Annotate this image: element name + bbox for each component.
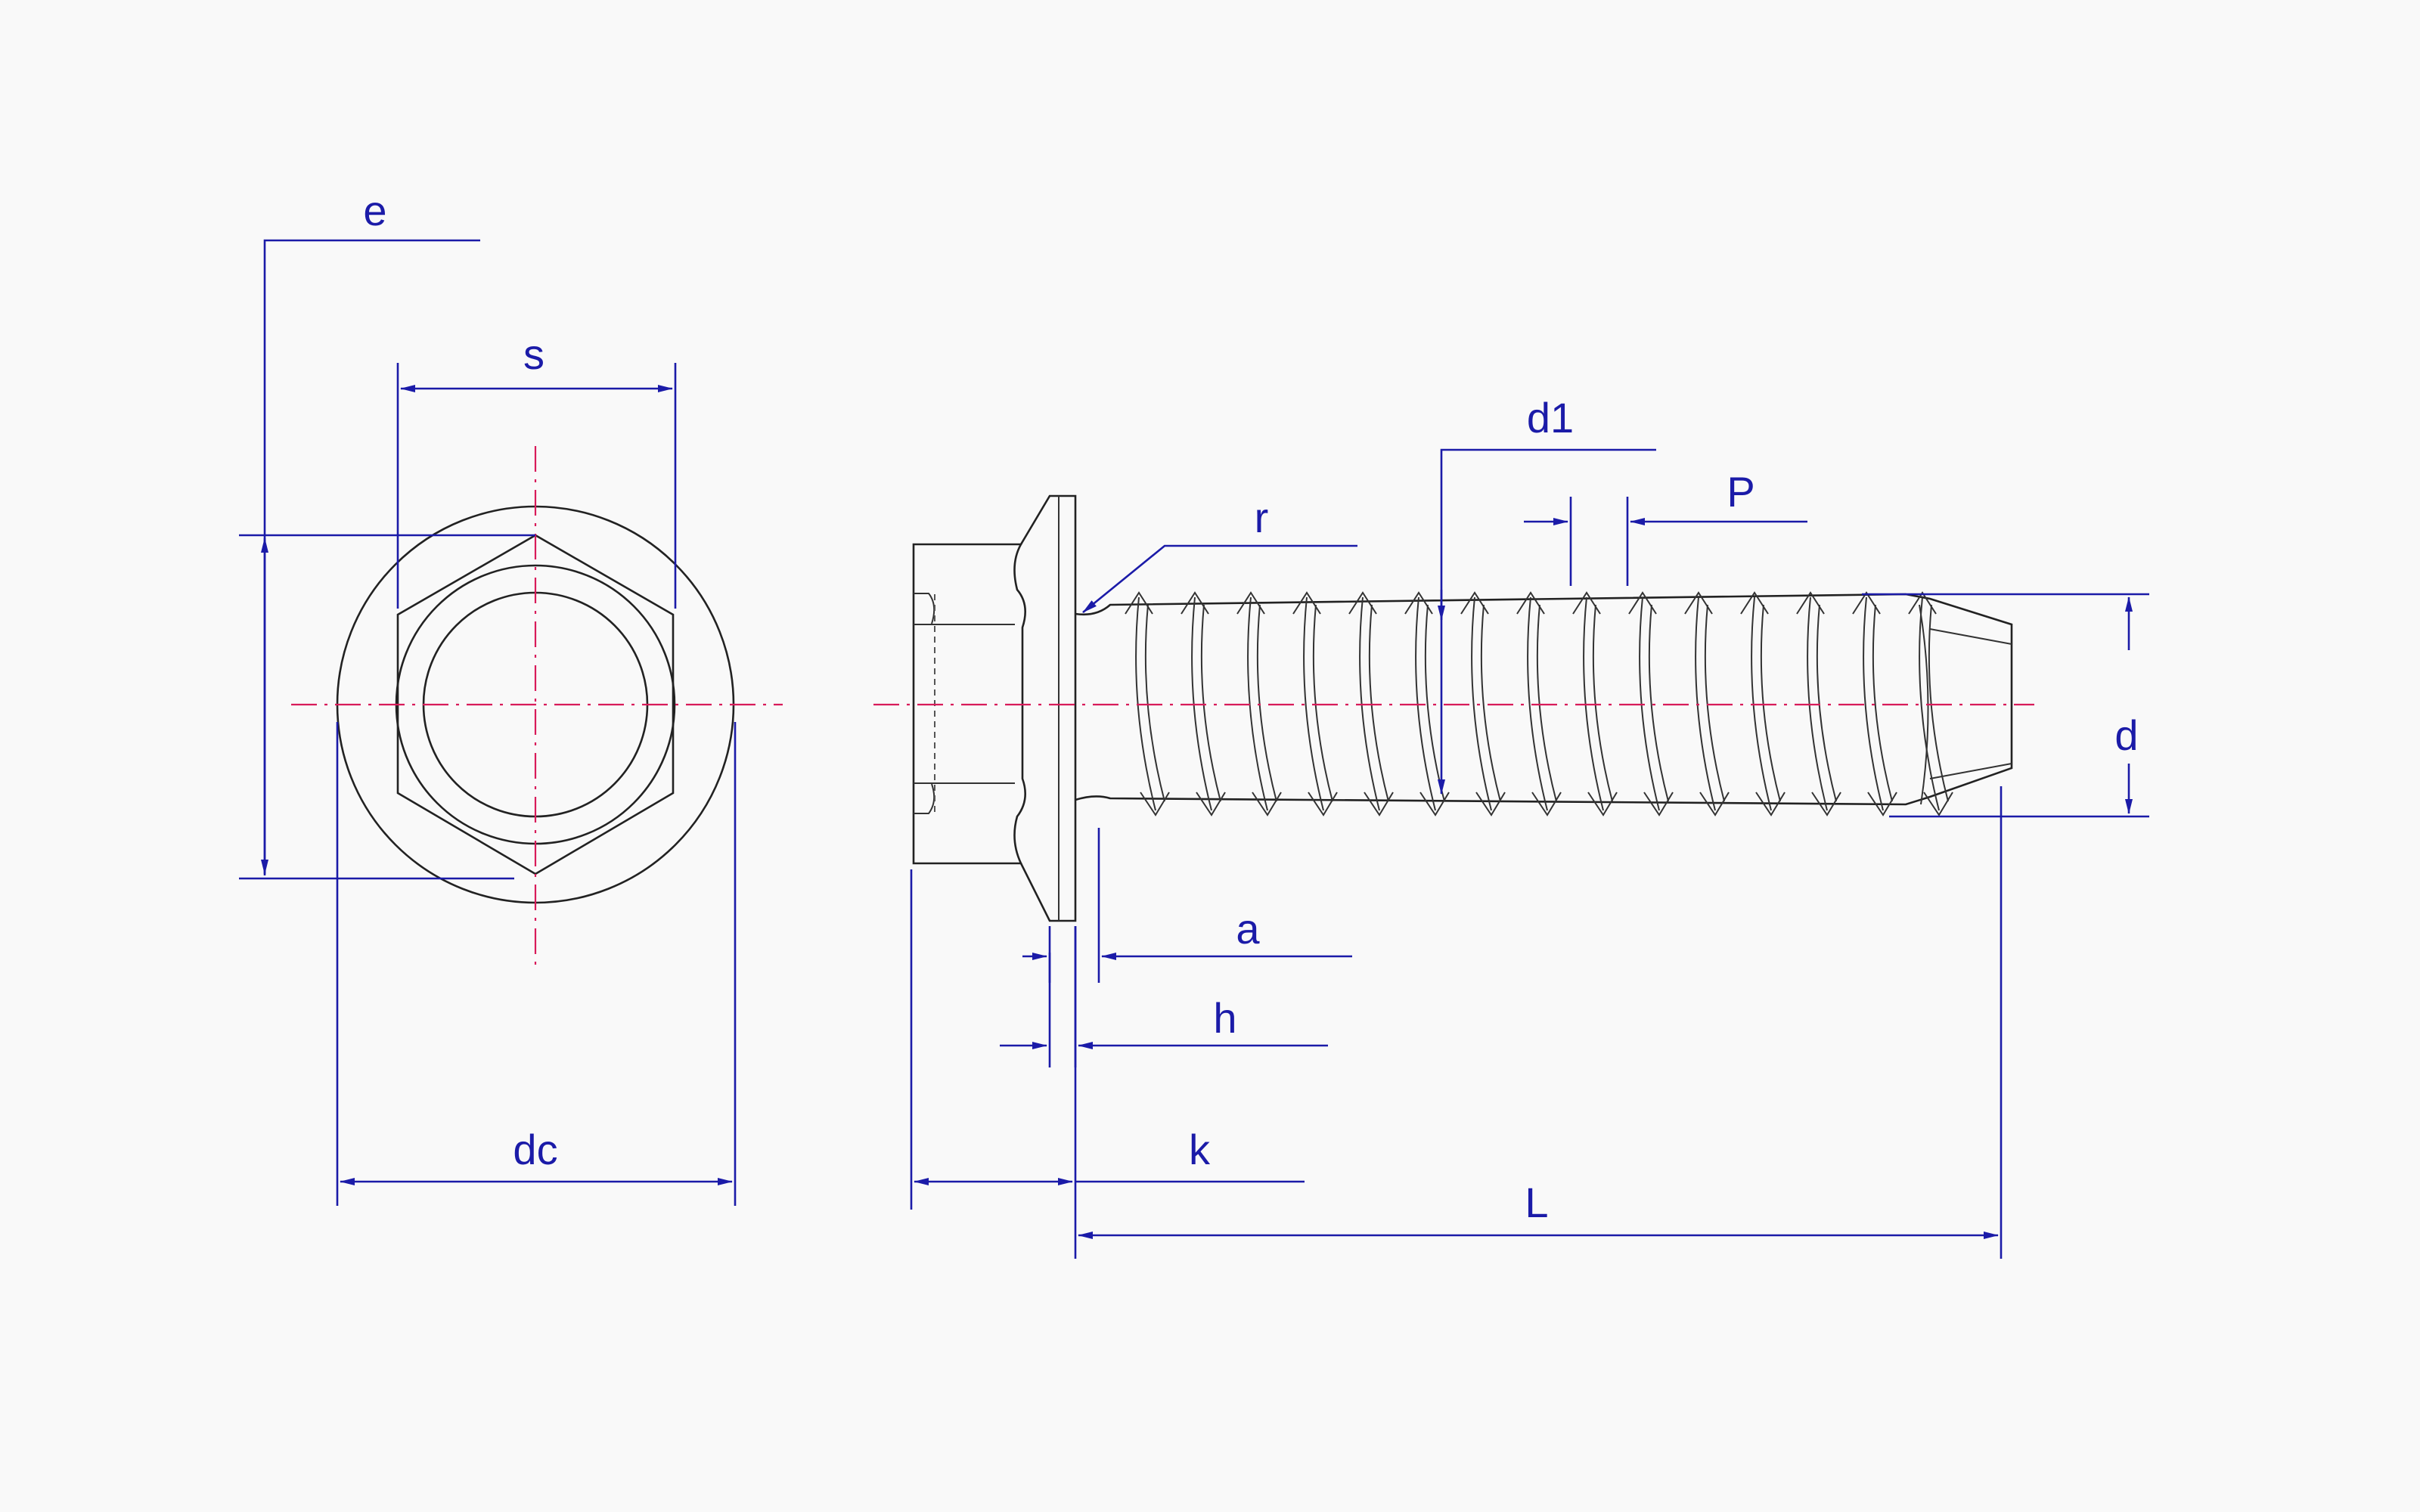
thread-helix-line [1863,596,1884,811]
label-h: h [1213,994,1236,1042]
thread-helix-line [1695,596,1716,811]
thread-crest-bottom [1531,792,1562,816]
label-d: d [2114,711,2138,759]
side-view [873,494,2034,922]
thread-helix-line [1807,596,1828,811]
dimension-a: a [1022,828,1352,983]
thread-crest-bottom [1587,792,1618,816]
label-d1: d1 [1527,394,1574,442]
dimension-r: r [1082,494,1357,614]
dimension-L: L [1078,786,2003,1259]
thread-helix-line [1816,604,1837,802]
thread-crest-bottom [1643,792,1674,816]
thread-helix-line [1583,596,1604,811]
label-e: e [363,187,386,234]
thread-helix-line [1928,604,1949,802]
thread-helix-line [1200,604,1221,802]
label-P: P [1727,468,1754,516]
thread-helix-line [1144,604,1165,802]
thread-helix-line [1471,596,1492,811]
shank-outline [1075,593,2013,806]
thread-helix-line [1135,596,1156,811]
thread-helix-line [1191,596,1212,811]
thread-crest-bottom [1419,792,1450,816]
thread-helix-line [1648,604,1669,802]
label-r: r [1255,494,1269,541]
thread-helix-line [1760,604,1781,802]
dimension-dc: dc [336,722,737,1206]
flange-profile [1019,494,1077,922]
thread-crest-bottom [1923,792,1953,816]
dimension-d1: d1 [1438,394,1656,795]
thread-helix-line [1919,596,1940,811]
thread-helix-line [1639,596,1660,811]
label-a: a [1236,905,1260,953]
dimension-e: e [239,187,535,880]
end-view [291,446,783,968]
thread-helix-line [1415,596,1436,811]
thread-crest-bottom [1475,792,1506,816]
thread-helix-line [1704,604,1725,802]
thread-crest-bottom [1308,792,1338,816]
dimension-d: d [1862,593,2149,818]
thread-helix-line [1480,604,1501,802]
label-k: k [1189,1126,1211,1173]
dimension-s: s [396,330,677,609]
thread-crest-bottom [1364,792,1394,816]
thread-helix-line [1527,596,1548,811]
thread-helix-line [1368,604,1389,802]
hex-head-chamfer-lines [914,593,1015,814]
dimension-P: P [1524,468,1807,586]
thread-helix-line [1536,604,1557,802]
label-L: L [1525,1179,1548,1226]
thread-helix-line [1303,596,1324,811]
label-s: s [523,330,544,378]
thread-helix-line [1592,604,1613,802]
thread-profile [1125,591,1953,816]
thread-helix-line [1312,604,1333,802]
hex-head-profile [912,543,1027,865]
thread-helix-line [1359,596,1380,811]
thread-helix-line [1256,604,1277,802]
label-dc: dc [513,1126,557,1173]
thread-crest-bottom [1140,792,1170,816]
thread-helix-line [1751,596,1772,811]
thread-crest-bottom [1252,792,1282,816]
thread-helix-line [1872,604,1893,802]
thread-crest-bottom [1196,792,1226,816]
thread-helix-line [1247,596,1268,811]
dimension-k: k [910,869,1305,1259]
thread-helix-line [1424,604,1445,802]
